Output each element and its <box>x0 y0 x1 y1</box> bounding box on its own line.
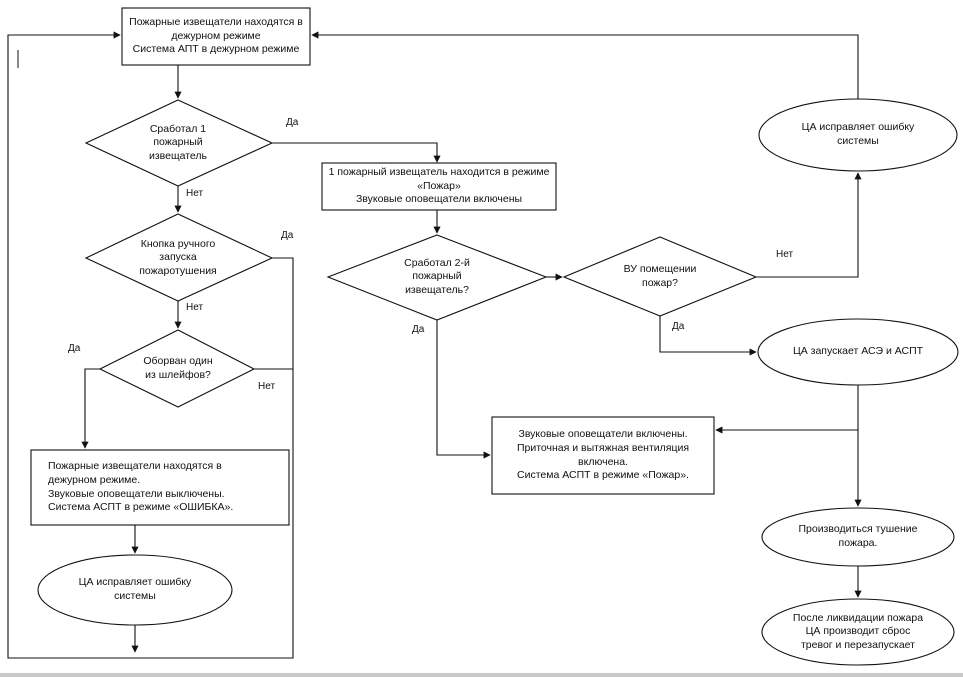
loop-broken-diamond-shape <box>98 329 256 408</box>
node-room-fire: ВУ помещении пожар? <box>623 263 697 289</box>
node-second-detector: Сработал 2-й пожарный извещатель? <box>404 256 470 296</box>
first-detector-diamond-shape <box>84 99 274 187</box>
node-one-detector-fire: 1 пожарный извещатель находится в режиме… <box>328 166 550 206</box>
extinguishing-ellipse-shape <box>761 507 955 567</box>
node-ca-fixes-top: ЦА исправляет ошибку системы <box>801 121 915 147</box>
node-standby: Пожарные извещатели находятся в дежурном… <box>129 16 303 56</box>
reset-restart-ellipse-shape <box>761 598 955 666</box>
edge-second-detector-yes <box>436 320 491 459</box>
node-ca-starts: ЦА запускает АСЭ и АСПТ <box>792 345 924 358</box>
edge-label-no-first-detector: Нет <box>186 188 204 199</box>
connectors <box>7 31 862 659</box>
edge-label-yes-room-fire: Да <box>672 321 685 332</box>
edge-first-detector-yes <box>272 142 441 163</box>
error-mode-node-shape <box>30 449 290 526</box>
ca-starts-ellipse-shape <box>757 318 959 386</box>
page-edge-shadow <box>0 673 963 677</box>
second-detector-diamond-shape <box>326 234 548 321</box>
node-reset-restart: После ликвидации пожара ЦА производит сб… <box>792 611 924 651</box>
edge-label-yes-loop-broken: Да <box>68 343 81 354</box>
room-fire-diamond-shape <box>562 236 758 317</box>
node-first-detector: Сработал 1 пожарный извещатель <box>148 122 207 162</box>
edge-label-yes-second-detector: Да <box>412 324 425 335</box>
edge-label-yes-first-detector: Да <box>286 117 299 128</box>
node-error-mode: Пожарные извещатели находятся в дежурном… <box>48 460 234 514</box>
node-extinguishing: Производиться тушение пожара. <box>798 523 918 549</box>
edge-label-no-manual-button: Нет <box>186 302 204 313</box>
edge-loop-broken-yes <box>81 368 100 449</box>
edge-label-no-loop-broken: Нет <box>258 381 276 392</box>
node-manual-button: Кнопка ручного запуска пожаротушения <box>139 237 217 277</box>
edge-label-yes-manual-button: Да <box>281 230 294 241</box>
edge-label-no-room-fire: Нет <box>776 249 794 260</box>
node-fire-mode: Звуковые оповещатели включены. Приточная… <box>516 428 690 482</box>
edge-room-fire-yes <box>659 316 757 356</box>
edge-return-loop-to-standby <box>7 31 294 659</box>
fire-mode-node-shape <box>491 416 715 495</box>
ca-fixes-bottom-ellipse-shape <box>37 554 233 626</box>
edge-room-fire-no <box>756 172 862 278</box>
manual-button-diamond-shape <box>84 213 274 302</box>
node-ca-fixes-bottom: ЦА исправляет ошибку системы <box>78 576 192 602</box>
one-detector-fire-node-shape <box>321 162 557 211</box>
node-loop-broken: Оборван один из шлейфов? <box>143 355 213 381</box>
standby-node-shape <box>121 7 311 66</box>
ca-fixes-top-ellipse-shape <box>758 98 958 172</box>
node-shapes <box>30 7 959 666</box>
edge-ca-fixes-top-to-standby <box>311 31 859 99</box>
